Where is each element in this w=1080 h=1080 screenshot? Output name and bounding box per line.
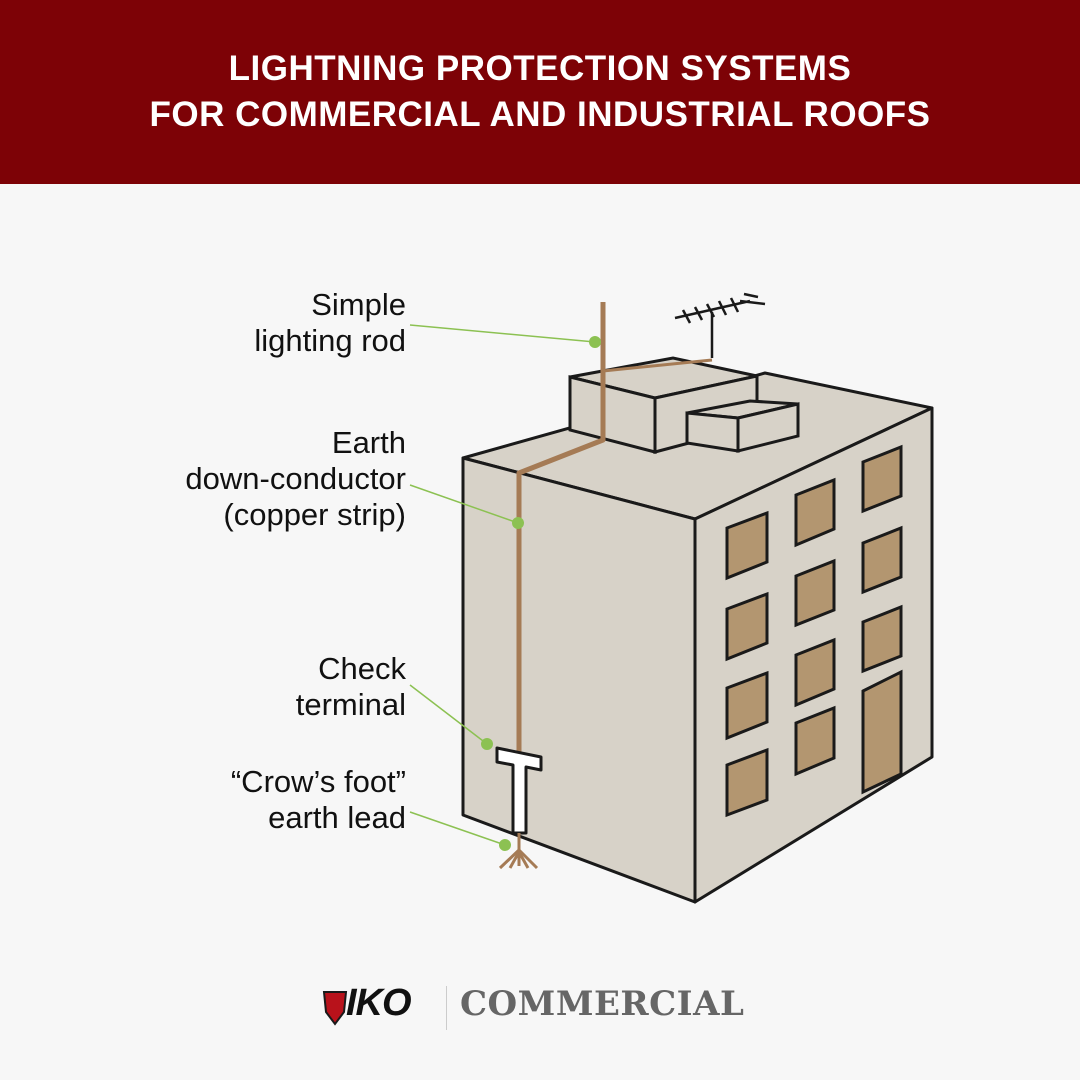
window xyxy=(861,525,903,595)
label-line: lighting rod xyxy=(254,323,406,358)
windows xyxy=(725,444,903,818)
footer-divider xyxy=(446,986,447,1030)
label-earth-lead: “Crow’s foot” earth lead xyxy=(231,764,406,836)
window xyxy=(725,510,769,581)
label-line: Earth xyxy=(331,425,406,460)
label-line: earth lead xyxy=(268,800,406,835)
leader-lines xyxy=(409,324,596,846)
building-diagram xyxy=(409,292,934,904)
window xyxy=(725,747,769,818)
antenna xyxy=(674,292,766,358)
window xyxy=(725,670,769,741)
door xyxy=(861,669,903,795)
label-lightning-rod: Simple lighting rod xyxy=(254,287,406,359)
leader-dots xyxy=(481,336,601,851)
window xyxy=(794,477,836,548)
window xyxy=(794,637,836,708)
check-terminal xyxy=(495,746,543,835)
brand-text: COMMERCIAL xyxy=(460,984,745,1024)
label-line: “Crow’s foot” xyxy=(230,764,406,799)
label-line: down-conductor xyxy=(185,461,406,496)
title-line-1: LIGHTNING PROTECTION SYSTEMS xyxy=(228,49,852,88)
label-line: Check xyxy=(318,651,406,686)
footer: IKO COMMERCIAL xyxy=(0,972,1080,1042)
copper-conductor xyxy=(516,302,713,760)
label-line: terminal xyxy=(295,687,406,722)
title-line-2: FOR COMMERCIAL AND INDUSTRIAL ROOFS xyxy=(149,95,931,134)
building-left-wall xyxy=(461,456,697,904)
header-banner: LIGHTNING PROTECTION SYSTEMS FOR COMMERC… xyxy=(0,0,1080,184)
crows-foot xyxy=(498,833,539,870)
window xyxy=(794,558,836,628)
window xyxy=(725,591,769,662)
window xyxy=(861,444,903,514)
window xyxy=(861,604,903,674)
iko-shield-icon xyxy=(322,991,348,1026)
window xyxy=(794,705,836,777)
rooftop-small-box-front xyxy=(685,411,740,453)
label-down-conductor: Earth down-conductor (copper strip) xyxy=(185,425,406,533)
rooftop-small-box-side xyxy=(736,402,800,453)
label-check-terminal: Check terminal xyxy=(296,651,406,723)
label-line: Simple xyxy=(311,287,406,322)
label-line: (copper strip) xyxy=(223,497,406,532)
logo-text: IKO xyxy=(346,982,412,1024)
